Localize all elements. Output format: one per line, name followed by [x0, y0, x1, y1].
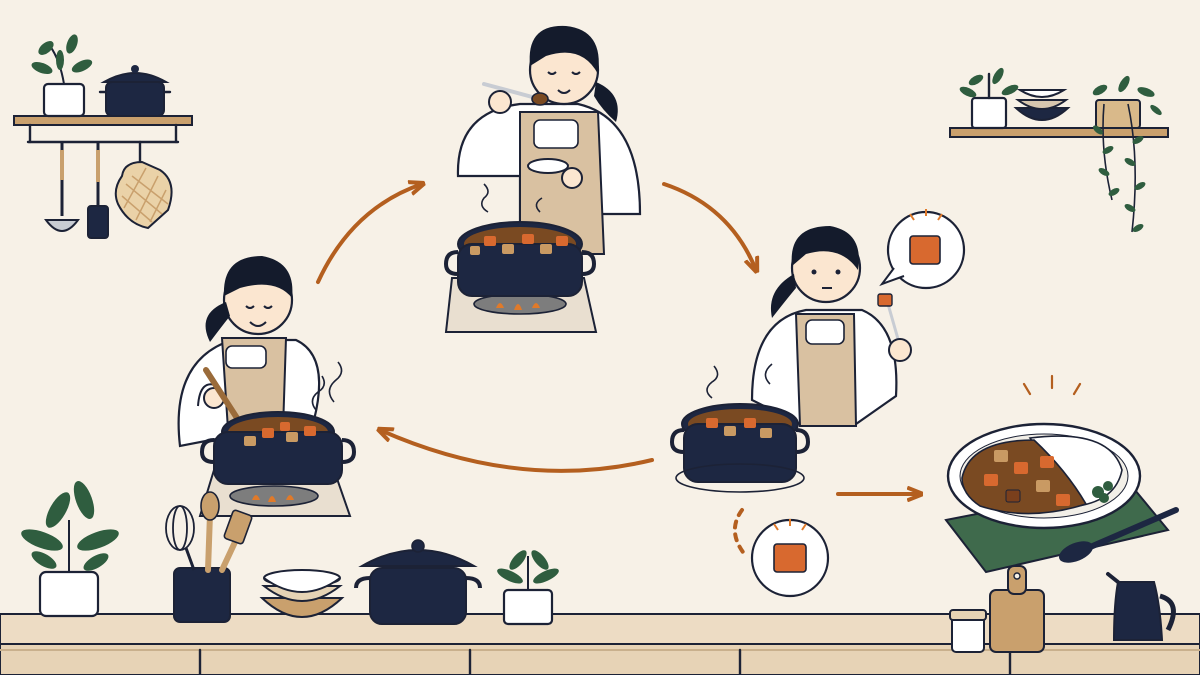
ladle-icon [44, 142, 80, 232]
steam-icon [706, 363, 773, 399]
dutch-oven-icon [98, 65, 172, 117]
plant-pot-icon [959, 67, 1019, 130]
oven-mitt-icon [114, 140, 173, 230]
hanging-plant-icon [1092, 75, 1162, 233]
plant-pot-icon [21, 481, 119, 618]
cycle-arrow-icon [316, 184, 422, 284]
step-serve-curry [944, 374, 1179, 574]
spatula-icon [219, 509, 253, 573]
pitcher-icon [1106, 572, 1176, 641]
carrot-callout [750, 518, 830, 598]
spoon-icon [482, 82, 549, 106]
carrot-cube-icon [773, 543, 807, 573]
cycle-arrow-icon [380, 430, 654, 473]
step-check-vegetable [669, 209, 966, 598]
dutch-oven-icon [199, 411, 357, 485]
dutch-oven-icon [443, 221, 597, 297]
dutch-oven-icon [669, 403, 811, 483]
cutting-board-icon [989, 565, 1045, 653]
bowl-stack-icon [1013, 89, 1071, 121]
carrot-cube-icon [909, 235, 941, 265]
spatula-icon [87, 142, 109, 239]
utensil-holder [165, 491, 253, 623]
cycle-arrows [316, 182, 920, 558]
thought-bubble [879, 209, 966, 290]
cycle-arrow-icon [662, 182, 756, 270]
bowl-stack-icon [259, 569, 345, 618]
top-left-shelf [13, 115, 193, 144]
top-right-shelf [949, 127, 1169, 138]
flame-icon [252, 495, 294, 502]
plant-pot-icon [31, 34, 93, 118]
steam-icon [480, 183, 543, 213]
step-stir-curry [177, 256, 357, 517]
steam-icon [311, 361, 343, 411]
flame-icon [496, 303, 540, 310]
spoon-icon [1058, 507, 1179, 563]
step-taste-curry [443, 25, 642, 333]
curry-plate-icon [946, 422, 1142, 530]
wooden-spoon-icon [200, 491, 220, 573]
whisk-icon [165, 505, 196, 571]
dutch-oven-icon [354, 539, 482, 625]
jar-icon [949, 609, 987, 653]
plant-pot-icon [497, 550, 559, 626]
